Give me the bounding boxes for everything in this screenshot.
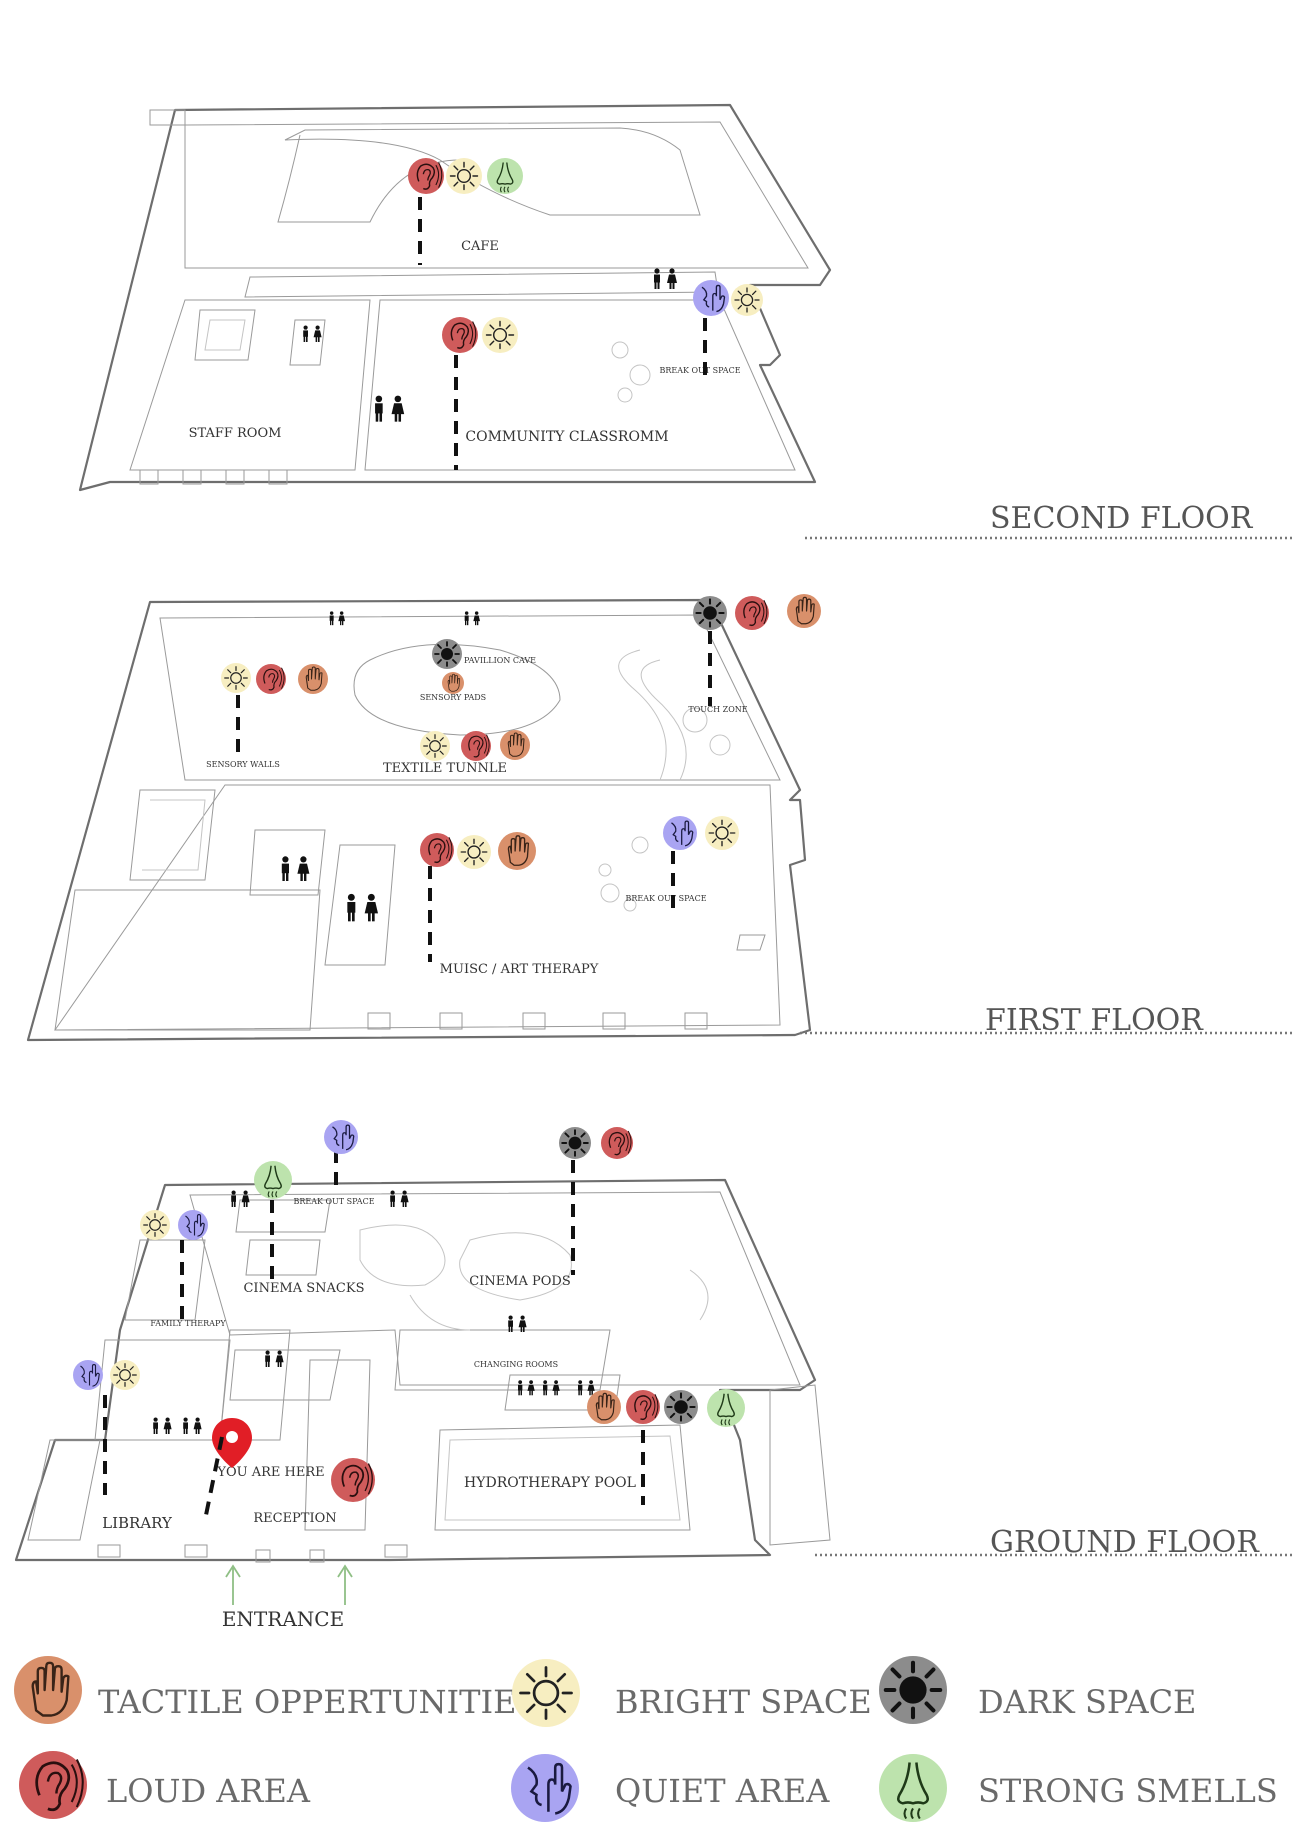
legend-item-tactile: TACTILE OPPERTUNITIES [14, 1656, 538, 1724]
restroom-icon [543, 1380, 560, 1396]
room-label-cinema-pods: CINEMA PODS [469, 1274, 571, 1289]
room-label-family-therapy: FAMILY THERAPY [150, 1319, 226, 1328]
restroom-icon [464, 611, 480, 626]
legend-label-bright: BRIGHT SPACE [615, 1683, 872, 1721]
sensory-markers-family-therapy [140, 1210, 208, 1240]
restroom-icon [231, 1190, 250, 1207]
restroom-icon [390, 1190, 409, 1207]
legend-label-dark: DARK SPACE [978, 1683, 1196, 1721]
sensory-markers-hydrotherapy [587, 1389, 745, 1427]
sensory-markers-music-art-therapy [420, 832, 536, 870]
room-label-reception: RECEPTION [253, 1511, 336, 1526]
sensory-markers-classroom [442, 317, 518, 353]
restroom-icon [303, 325, 322, 342]
second-floor-plan: CAFE STAFF ROOM COMMUNITY CLASSROMM BREA… [78, 103, 1295, 540]
dark-sun-icon [561, 1129, 589, 1157]
legend-label-tactile: TACTILE OPPERTUNITIES [98, 1683, 538, 1721]
room-label-library: LIBRARY [102, 1514, 173, 1532]
ground-floor-plan: BREAK OUT SPACE CINEMA SNACKS CINEMA POD… [14, 1120, 1295, 1631]
room-label-break-out-space: BREAK OUT SPACE [659, 366, 740, 375]
sensory-markers-cinema-pods [559, 1127, 633, 1159]
restroom-icon [578, 1380, 595, 1396]
room-label-changing-rooms: CHANGING ROOMS [474, 1360, 558, 1369]
dark-sun-icon [695, 598, 725, 628]
entrance-arrows [225, 1564, 353, 1605]
label-you-are-here: YOU ARE HERE [216, 1465, 324, 1480]
legend-label-loud: LOUD AREA [106, 1772, 311, 1810]
floor-title-second: SECOND FLOOR [990, 501, 1254, 536]
restroom-icon [183, 1417, 202, 1434]
legend-label-quiet: QUIET AREA [615, 1772, 830, 1810]
sensory-markers-sensory-walls [221, 663, 328, 694]
sensory-markers-library [73, 1360, 140, 1390]
sensory-markers-cinema-snacks [254, 1161, 292, 1199]
restroom-icon [329, 611, 345, 626]
legend-item-smell: STRONG SMELLS [879, 1754, 1278, 1822]
dark-sun-icon [886, 1663, 940, 1717]
room-label-sensory-pads: SENSORY PADS [420, 693, 486, 702]
room-label-sensory-walls: SENSORY WALLS [206, 760, 280, 769]
legend-item-loud: LOUD AREA [19, 1751, 311, 1819]
sensory-markers-cafe [408, 158, 523, 194]
sensory-markers-reception [331, 1458, 375, 1502]
dark-sun-icon [666, 1392, 696, 1422]
sensory-markers-break-out [693, 280, 763, 316]
sensory-markers-break-out-ground [324, 1120, 358, 1154]
sensory-markers-pavillion-cave [432, 639, 464, 694]
sensory-markers-touch-zone [693, 594, 821, 630]
room-label-pavillion-cave: PAVILLION CAVE [464, 656, 536, 665]
room-label-community-classroom: COMMUNITY CLASSROMM [465, 429, 668, 445]
room-label-break-out-space: BREAK OUT SPACE [625, 894, 706, 903]
room-label-touch-zone: TOUCH ZONE [688, 705, 747, 714]
room-label-textile-tunnle: TEXTILE TUNNLE [383, 761, 507, 776]
legend-item-quiet: QUIET AREA [511, 1754, 830, 1822]
legend: TACTILE OPPERTUNITIES BRIGHT SPACE DARK … [14, 1656, 1278, 1822]
room-label-hydrotherapy-pool: HYDROTHERAPY POOL [464, 1475, 636, 1491]
label-entrance: ENTRANCE [222, 1607, 344, 1631]
room-label-staff-room: STAFF ROOM [189, 426, 282, 441]
sensory-markers-break-out-first [663, 816, 739, 850]
room-label-music-art-therapy: MUISC / ART THERAPY [440, 962, 599, 977]
first-floor-plan: PAVILLION CAVE SENSORY PADS TOUCH ZONE S… [26, 594, 1295, 1042]
restroom-icon [265, 1350, 284, 1367]
restroom-icon [153, 1417, 172, 1434]
dark-sun-icon [434, 641, 460, 667]
room-label-cafe: CAFE [461, 239, 499, 254]
restroom-icon [347, 893, 378, 922]
legend-item-dark: DARK SPACE [879, 1656, 1196, 1724]
sensory-markers-textile-tunnle [420, 730, 530, 761]
room-label-break-out-space: BREAK OUT SPACE [293, 1197, 374, 1206]
restroom-icon [518, 1380, 535, 1396]
legend-item-bright: BRIGHT SPACE [512, 1659, 872, 1727]
restroom-icon [281, 856, 310, 881]
room-label-cinema-snacks: CINEMA SNACKS [243, 1281, 364, 1296]
restroom-icon [654, 268, 677, 289]
restroom-icon [375, 395, 405, 422]
you-are-here-pin[interactable] [212, 1418, 252, 1468]
legend-label-smell: STRONG SMELLS [978, 1772, 1278, 1810]
